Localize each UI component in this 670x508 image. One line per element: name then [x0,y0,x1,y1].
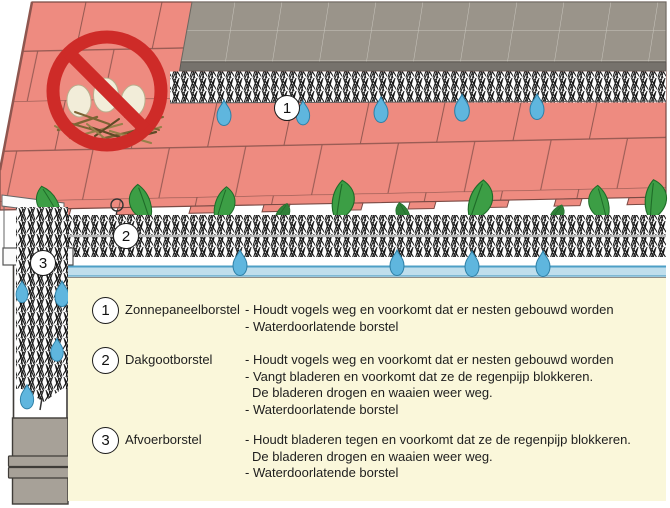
item-number-badge: 2 [92,347,119,374]
callout-marker-1: 1 [274,95,300,121]
solar-panel-brush [169,71,667,104]
solar-panel-frame [179,61,667,72]
prohibition-sign [46,30,168,152]
item-description-line: De bladeren drogen en waaien weer weg. [252,448,493,464]
item-description-line: - Houdt bladeren tegen en voorkomt dat z… [245,432,631,447]
callout-marker-2: 2 [113,223,139,249]
item-description: - Houdt vogels weg en voorkomt dat er ne… [245,352,614,418]
gutter-brush [68,215,666,257]
item-description-line: - Houdt vogels weg en voorkomt dat er ne… [245,302,614,317]
solar-panel [179,1,667,72]
pipe-coupling [7,466,73,479]
legend-item-zonnepaneelborstel: 1 Zonnepaneelborstel - Houdt vogels weg … [68,297,666,334]
item-label: Dakgootborstel [125,352,213,367]
legend-panel: 1 Zonnepaneelborstel - Houdt vogels weg … [68,278,666,501]
item-label: Afvoerborstel [125,432,202,447]
item-description-line: - Houdt vogels weg en voorkomt dat er ne… [245,352,614,367]
item-description-line: - Waterdoorlatende borstel [245,318,399,334]
item-description: - Houdt vogels weg en voorkomt dat er ne… [245,302,614,335]
item-label: Zonnepaneelborstel [125,302,240,317]
item-description-line: - Waterdoorlatende borstel [245,465,399,480]
item-number-badge: 1 [92,297,119,324]
item-description-line: - Vangt bladeren en voorkomt dat ze de r… [245,368,594,384]
gutter [68,265,666,278]
legend-item-afvoerborstel: 3 Afvoerborstel - Houdt bladeren tegen e… [68,427,666,480]
item-description-line: - Waterdoorlatende borstel [245,401,399,417]
callout-marker-3: 3 [30,250,56,276]
legend-item-dakgootborstel: 2 Dakgootborstel - Houdt vogels weg en v… [68,347,666,417]
downpipe-brush [16,207,68,411]
item-description-line: De bladeren drogen en waaien weer weg. [252,385,493,400]
pipe-coupling [7,455,73,468]
item-description: - Houdt bladeren tegen en voorkomt dat z… [245,432,631,482]
item-number-badge: 3 [92,427,119,454]
